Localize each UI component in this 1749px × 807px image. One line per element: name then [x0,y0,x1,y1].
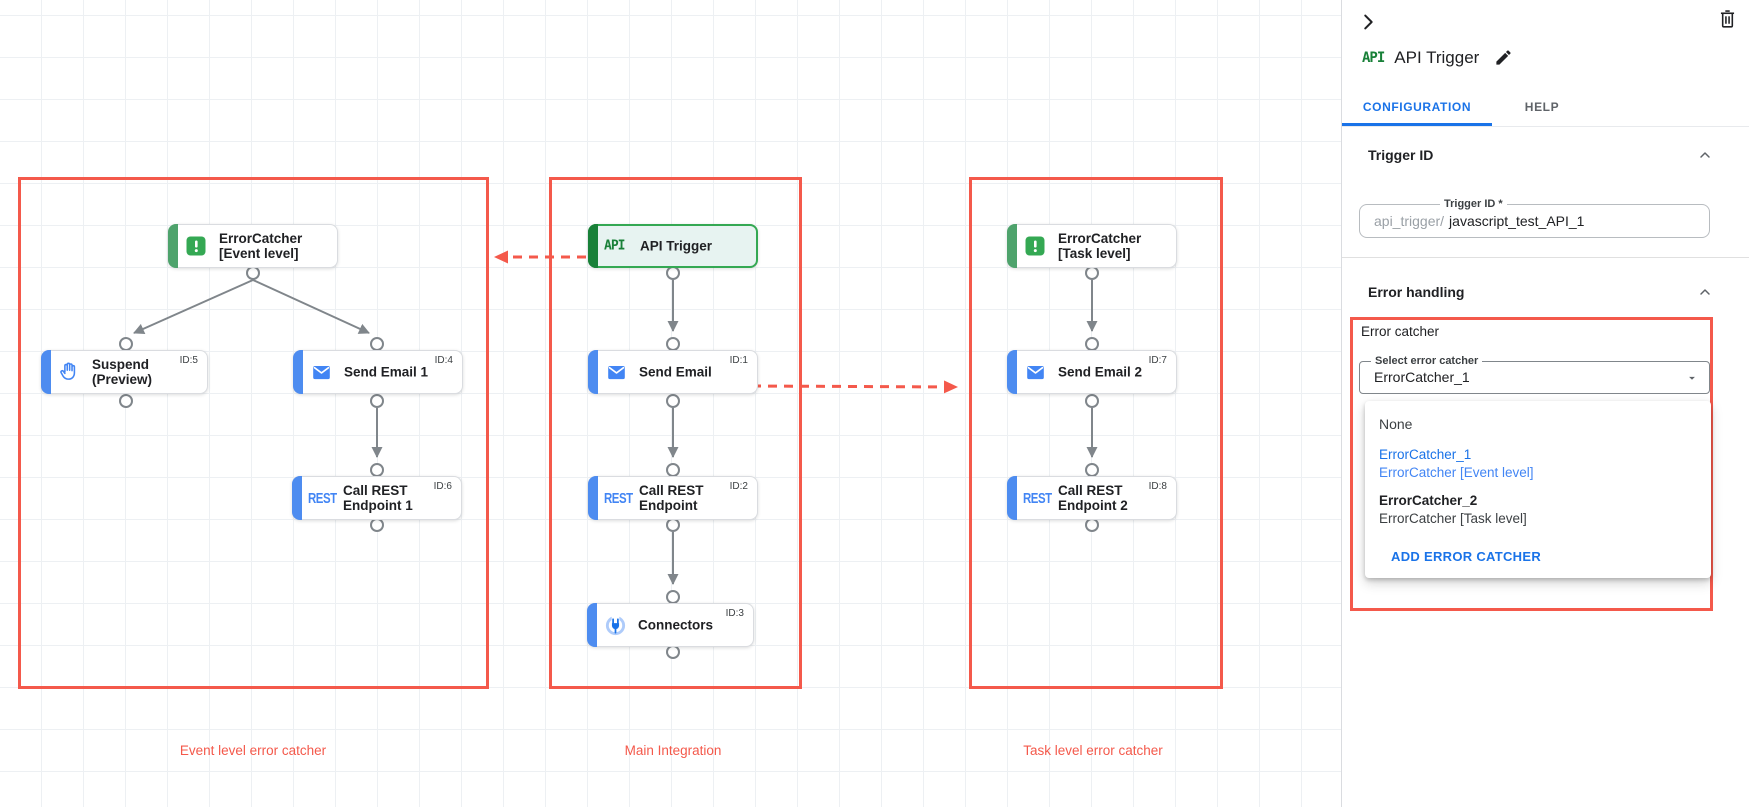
panel-tabs: CONFIGURATION HELP [1342,88,1749,127]
select-error-catcher-label: Select error catcher [1371,355,1483,367]
connector-icon [603,613,627,637]
panel-header: API API Trigger [1362,46,1513,70]
email-icon [604,360,628,384]
node-label: Send Email 1 [344,364,429,380]
node-errorcatcher-task-level[interactable]: ErrorCatcher [Task level] [1007,224,1177,268]
email-icon [309,360,333,384]
error-handling-section-header[interactable]: Error handling [1342,280,1749,310]
error-catcher-menu: None ErrorCatcher_1 ErrorCatcher [Event … [1365,401,1711,578]
task-id-badge: ID:2 [729,481,748,492]
node-accent-bar [168,224,178,268]
node-send-email[interactable]: Send Email ID:1 [588,350,758,394]
node-call-rest-endpoint[interactable]: REST Call REST Endpoint ID:2 [588,476,758,520]
node-label: Suspend (Preview) [92,357,153,387]
event-level-group-label: Event level error catcher [179,743,327,758]
panel-title: API Trigger [1394,48,1480,67]
integration-canvas[interactable]: Event level error catcher Main Integrati… [0,0,1341,807]
collapse-section-icon[interactable] [1697,147,1713,168]
node-errorcatcher-event-level[interactable]: ErrorCatcher [Event level] [168,224,338,268]
option-name: ErrorCatcher_1 [1379,447,1472,462]
select-error-catcher-dropdown[interactable]: Select error catcher ErrorCatcher_1 [1359,355,1710,394]
task-id-badge: ID:7 [1148,355,1167,366]
add-error-catcher-button[interactable]: ADD ERROR CATCHER [1383,549,1549,564]
node-accent-bar [588,350,598,394]
task-id-badge: ID:5 [179,355,198,366]
option-name: ErrorCatcher_2 [1379,493,1478,508]
select-error-catcher-value: ErrorCatcher_1 [1374,369,1470,385]
task-id-badge: ID:3 [725,608,744,619]
task-id-badge: ID:8 [1148,481,1167,492]
trigger-id-section-title: Trigger ID [1368,147,1434,163]
error-handling-section-title: Error handling [1368,284,1465,300]
node-call-rest-endpoint-2[interactable]: REST Call REST Endpoint 2 ID:8 [1007,476,1177,520]
rest-icon: REST [307,489,337,507]
trigger-id-value: javascript_test_API_1 [1449,213,1585,229]
node-label: ErrorCatcher [Event level] [219,231,303,261]
node-label: Send Email 2 [1058,364,1143,380]
node-accent-bar [1007,476,1017,520]
tab-configuration[interactable]: CONFIGURATION [1342,88,1492,126]
rest-icon: REST [603,489,633,507]
node-call-rest-endpoint-1[interactable]: REST Call REST Endpoint 1 ID:6 [292,476,462,520]
rest-icon: REST [1022,489,1052,507]
node-api-trigger[interactable]: API API Trigger [588,224,758,268]
email-icon [1023,360,1047,384]
node-accent-bar [292,476,302,520]
node-send-email-2[interactable]: Send Email 2 ID:7 [1007,350,1177,394]
task-level-group-box [969,177,1223,689]
task-level-group-label: Task level error catcher [1023,743,1163,758]
menu-option-errorcatcher-1[interactable]: ErrorCatcher_1 ErrorCatcher [Event level… [1365,446,1711,482]
hand-icon [57,360,81,384]
section-divider [1342,257,1749,258]
trigger-id-field-label: Trigger ID * [1440,198,1507,210]
node-accent-bar [293,350,303,394]
node-accent-bar [588,224,598,268]
node-label: Call REST Endpoint 1 [343,483,413,513]
node-accent-bar [587,603,597,647]
dropdown-arrow-icon [1685,371,1699,390]
error-catcher-group-label: Error catcher [1361,324,1440,339]
node-label: Connectors [638,617,714,633]
collapse-panel-button[interactable] [1356,11,1380,35]
node-label: ErrorCatcher [Task level] [1058,231,1142,261]
error-catcher-highlight-box [1350,317,1713,611]
node-suspend[interactable]: Suspend (Preview) ID:5 [41,350,208,394]
node-accent-bar [1007,350,1017,394]
trigger-id-section-header[interactable]: Trigger ID [1342,143,1749,173]
node-label: Call REST Endpoint 2 [1058,483,1128,513]
event-level-group-box [18,177,489,689]
task-id-badge: ID:1 [729,355,748,366]
trigger-id-prefix: api_trigger/ [1374,213,1445,229]
task-id-badge: ID:6 [433,481,452,492]
node-accent-bar [41,350,51,394]
node-label: Send Email [639,364,712,380]
node-accent-bar [588,476,598,520]
option-detail: ErrorCatcher [Task level] [1379,511,1527,526]
main-integration-group-label: Main Integration [624,743,722,758]
node-accent-bar [1007,224,1017,268]
error-catcher-icon [184,234,208,258]
config-panel: API API Trigger CONFIGURATION HELP Trigg… [1341,0,1749,807]
delete-trigger-button[interactable] [1715,8,1739,32]
menu-option-none[interactable]: None [1379,416,1413,432]
edit-name-button[interactable] [1491,47,1515,71]
api-trigger-logo-icon: API [1362,50,1385,66]
error-catcher-icon [1023,234,1047,258]
option-detail: ErrorCatcher [Event level] [1379,465,1534,480]
node-connectors[interactable]: Connectors ID:3 [587,603,754,647]
tab-help[interactable]: HELP [1524,100,1560,114]
main-integration-group-box [549,177,802,689]
api-icon: API [604,238,626,254]
menu-option-errorcatcher-2[interactable]: ErrorCatcher_2 ErrorCatcher [Task level] [1365,492,1711,528]
task-id-badge: ID:4 [434,355,453,366]
trigger-id-field-content: api_trigger/javascript_test_API_1 [1374,205,1584,237]
node-send-email-1[interactable]: Send Email 1 ID:4 [293,350,463,394]
node-label: Call REST Endpoint [639,483,704,513]
collapse-section-icon[interactable] [1697,284,1713,305]
node-label: API Trigger [640,238,713,254]
trigger-id-field[interactable]: Trigger ID * api_trigger/javascript_test… [1359,198,1710,238]
